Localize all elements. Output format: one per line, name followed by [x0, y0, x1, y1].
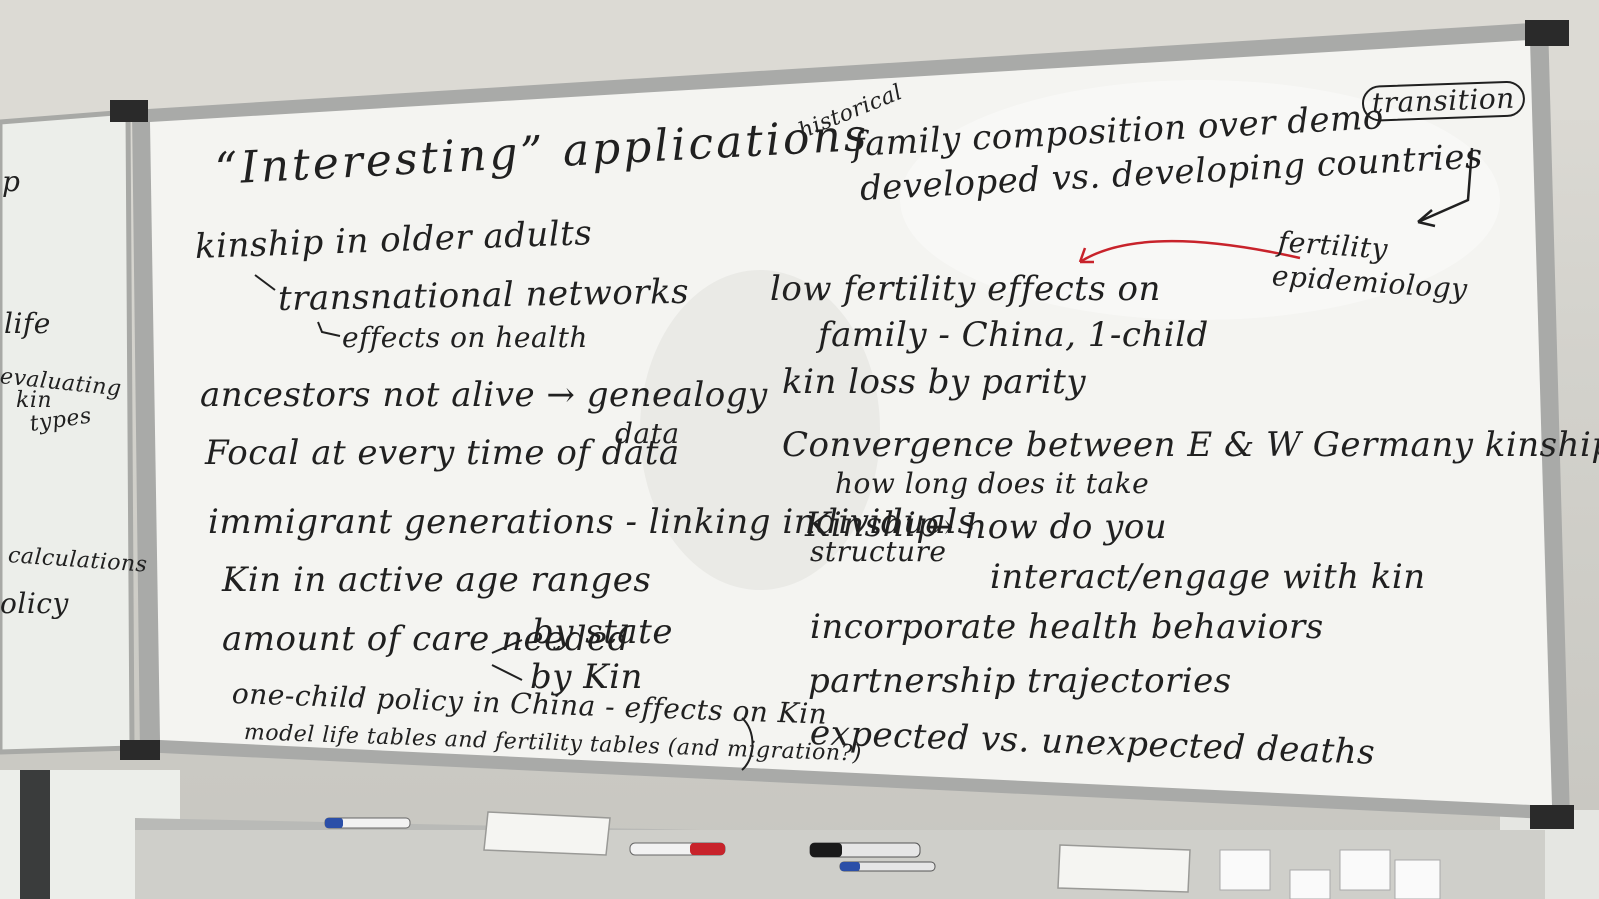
- note-low-fertility-effects: low fertility effects on: [770, 269, 1161, 309]
- shadow-reflection: [640, 270, 880, 590]
- note-convergence-germany: Convergence between E & W Germany kinshi…: [782, 425, 1599, 465]
- magnet-card-2: [1289, 869, 1331, 899]
- note-data: data: [615, 417, 680, 450]
- marker-red-cap: [690, 843, 725, 855]
- side-text-life: life: [4, 307, 51, 340]
- arrow-transition-to-fertility: [1417, 147, 1474, 224]
- note-structure: structure: [810, 535, 947, 568]
- care-arrow-state: [491, 639, 523, 654]
- note-family-china: family - China, 1-child: [818, 315, 1209, 355]
- note-interact-engage: interact/engage with kin: [990, 557, 1426, 597]
- note-how-long: how long does it take: [835, 467, 1150, 500]
- frame-clip-top-right: [1525, 20, 1569, 46]
- frame-clip-bottom-right: [1530, 805, 1574, 829]
- note-by-kin: by Kin: [530, 657, 643, 697]
- note-effects-on-health: effects on health: [342, 321, 588, 354]
- magnet-card-1: [1219, 849, 1271, 891]
- care-arrow-kin: [491, 664, 523, 681]
- window-frame-left: [20, 770, 50, 899]
- note-partnership-trajectories: partnership trajectories: [808, 661, 1232, 701]
- red-arrow: [1079, 240, 1301, 264]
- note-kin-loss-parity: kin loss by parity: [782, 362, 1087, 402]
- branch-line-1: [254, 274, 276, 291]
- note-transition-circled: transition: [1361, 80, 1526, 122]
- note-health-behaviors: incorporate health behaviors: [810, 607, 1324, 647]
- note-by-state: by state: [532, 612, 673, 652]
- marker-black-cap: [810, 843, 842, 857]
- note-amount-of-care: amount of care needed: [222, 619, 630, 659]
- eraser-left: [483, 811, 611, 856]
- close-paren: [741, 717, 754, 771]
- marker-blue-2-cap: [840, 862, 860, 871]
- side-text-kin: kin: [16, 388, 53, 413]
- note-fertility: fertility: [1276, 225, 1389, 266]
- magnet-card-4: [1394, 859, 1441, 899]
- frame-clip-bottom-left: [120, 740, 160, 760]
- note-kin-active-age: Kin in active age ranges: [222, 560, 652, 600]
- frame-clip-top-left: [110, 100, 148, 122]
- note-how-do-you: → how do you: [925, 507, 1168, 547]
- light-glare: [900, 80, 1500, 320]
- magnet-card-3: [1339, 849, 1391, 891]
- note-immigrant-generations: immigrant generations - linking individu…: [208, 502, 976, 542]
- marker-blue-cap: [325, 818, 343, 828]
- note-transnational-networks: transnational networks: [277, 271, 690, 319]
- note-kinship: Kinship: [805, 505, 939, 545]
- branch-line-2: [317, 321, 341, 337]
- arrow-head-1: [1417, 209, 1436, 228]
- note-focal-every-time: Focal at every time of data: [205, 433, 680, 473]
- side-text-p: p: [2, 165, 21, 198]
- side-text-olicy: olicy: [0, 587, 69, 620]
- note-ancestors-genealogy: ancestors not alive → genealogy: [200, 375, 768, 415]
- red-arrow-head: [1078, 247, 1094, 264]
- eraser-right: [1057, 844, 1191, 893]
